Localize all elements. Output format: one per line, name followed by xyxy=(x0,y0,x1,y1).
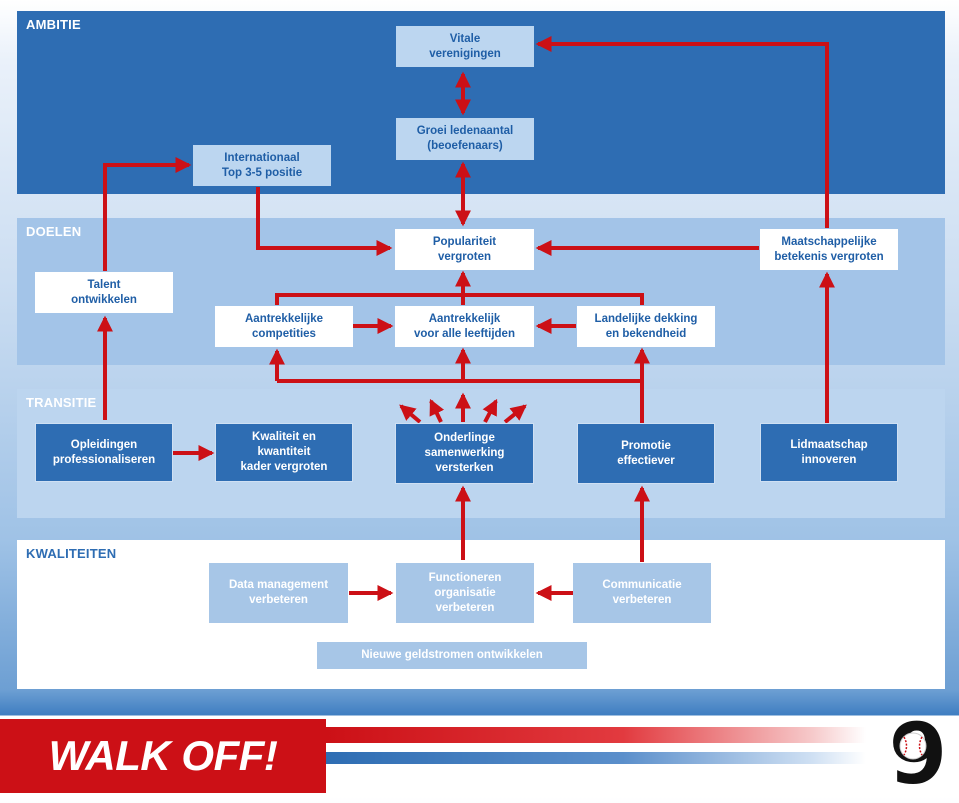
footer-stripe-blue xyxy=(326,752,866,764)
footer-stripe-red xyxy=(326,727,866,743)
arrow-maatschappelijk-vitale xyxy=(535,36,829,228)
box-lidmaatschap: Lidmaatschap innoveren xyxy=(760,423,898,482)
box-vitale-verenigingen: Vitale verenigingen xyxy=(396,26,534,67)
box-onderlinge-samenwerking: Onderlinge samenwerking versterken xyxy=(395,423,534,484)
box-functioneren-organisatie: Functioneren organisatie verbeteren xyxy=(396,563,534,623)
box-opleidingen: Opleidingen professionaliseren xyxy=(35,423,173,482)
box-landelijke-dekking: Landelijke dekking en bekendheid xyxy=(577,306,715,347)
arrow-talent-internationaal xyxy=(103,157,192,271)
box-data-management: Data management verbeteren xyxy=(209,563,348,623)
brand-block: WALK OFF! xyxy=(0,719,326,793)
arrow-internationaal-populariteit xyxy=(256,187,393,256)
baseball-icon xyxy=(899,732,927,760)
line-bracket-top xyxy=(275,293,644,305)
band-title-ambitie: AMBITIE xyxy=(26,17,81,32)
box-promotie: Promotie effectiever xyxy=(577,423,715,484)
box-groei-ledenaantal: Groei ledenaantal (beoefenaars) xyxy=(396,118,534,160)
box-aantrekkelijke-competities: Aantrekkelijke competities xyxy=(215,306,353,347)
arrow-fan-2 xyxy=(429,398,445,423)
box-maatschappelijke-betekenis: Maatschappelijke betekenis vergroten xyxy=(760,229,898,270)
box-aantrekkelijk-leeftijden: Aantrekkelijk voor alle leeftijden xyxy=(395,306,534,347)
band-title-transitie: TRANSITIE xyxy=(26,395,97,410)
box-kader-vergroten: Kwaliteit en kwantiteit kader vergroten xyxy=(215,423,353,482)
box-internationaal: Internationaal Top 3-5 positie xyxy=(193,145,331,186)
band-title-doelen: DOELEN xyxy=(26,224,82,239)
box-talent-ontwikkelen: Talent ontwikkelen xyxy=(35,272,173,313)
brand-logo-text: WALK OFF! xyxy=(48,732,278,779)
arrow-fan-4 xyxy=(482,398,498,423)
box-nieuwe-geldstromen: Nieuwe geldstromen ontwikkelen xyxy=(317,642,587,669)
box-populariteit: Populariteit vergroten xyxy=(395,229,534,270)
band-title-kwaliteiten: KWALITEITEN xyxy=(26,546,117,561)
arrow-fan-5 xyxy=(503,404,527,424)
box-communicatie: Communicatie verbeteren xyxy=(573,563,711,623)
arrow-fan-1 xyxy=(399,404,422,424)
